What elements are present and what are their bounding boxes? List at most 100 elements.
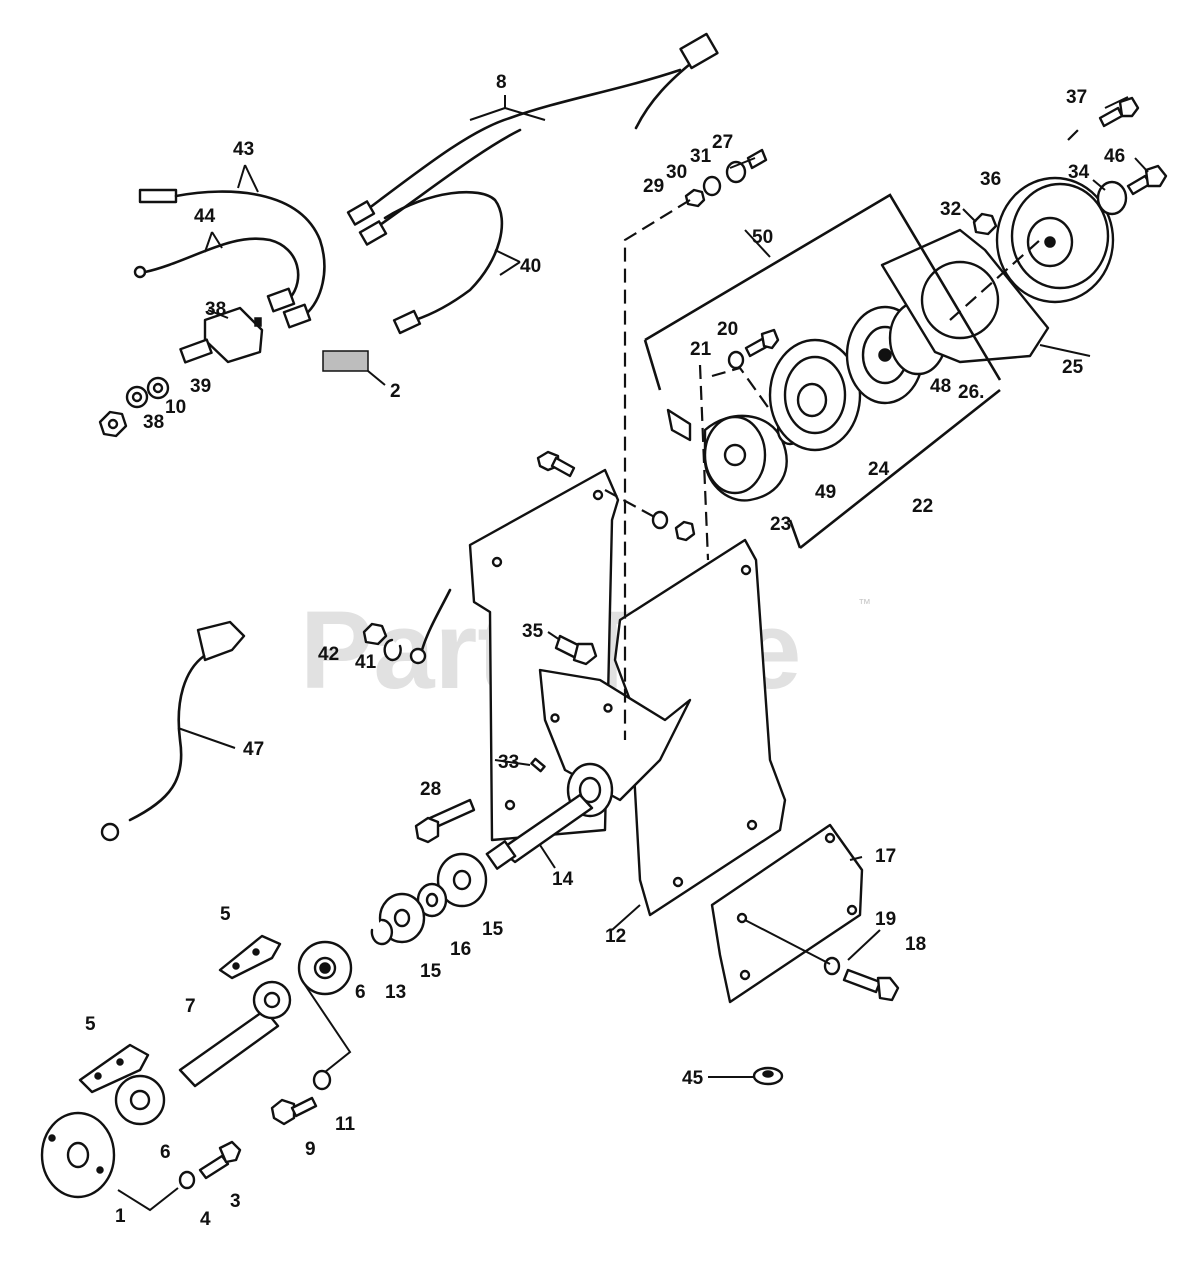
washer-4 [178,1170,196,1190]
callout-26: 26. [958,382,984,403]
mounting-plate-12 [613,538,787,917]
callout-37: 37 [1066,87,1087,108]
callout-11: 11 [335,1114,356,1135]
callout-35: 35 [522,621,544,642]
callout-18: 18 [905,934,926,955]
washer-11 [312,1069,332,1091]
spacer-15-upper [436,852,488,908]
callout-14: 14 [552,869,574,890]
screw-27 [746,148,768,170]
pulley-36[interactable] [995,176,1115,304]
washer-39 [146,376,170,400]
bushing-16 [416,882,448,918]
washer-19 [823,956,841,976]
hex-nut-38 [98,410,128,438]
callout-41: 41 [355,652,377,673]
callout-43: 43 [233,139,254,160]
hub-1[interactable] [40,1111,116,1199]
lock-washer-10 [125,385,149,409]
plate-nut-upper [651,510,669,530]
watermark-trademark: ™ [858,596,871,611]
clutch-rotor-24[interactable] [768,338,862,452]
nut-29 [684,188,706,208]
callout-22: 22 [912,496,933,517]
callout-15-lower: 15 [420,961,442,982]
callout-27: 27 [712,132,733,153]
callout-16: 16 [450,939,471,960]
callout-10: 10 [165,397,186,418]
callout-19: 19 [875,909,896,930]
assembly-bracket-22-left [788,519,802,549]
assembly-bracket-50-left [643,339,662,391]
sprocket-6-upper[interactable] [297,940,353,996]
drive-shaft-7[interactable] [178,980,292,1088]
callout-labels: 1 2 3 4 5 5 6 6 7 8 9 10 11 12 13 14 15 … [85,72,1125,1230]
callout-21: 21 [690,339,712,360]
nut-42 [362,622,388,646]
callout-44: 44 [194,206,216,227]
wire-lead-40[interactable] [383,190,504,335]
alignment-line-nuts [604,489,661,521]
assembly-bracket-50 [644,193,1002,381]
callout-30: 30 [666,162,687,183]
alignment-line-clutch [711,366,771,411]
callout-29: 29 [643,176,664,197]
retaining-ring-13 [370,918,394,946]
callout-31: 31 [690,146,712,167]
callout-13: 13 [385,982,406,1003]
bolt-18 [842,968,900,1002]
callout-15-upper: 15 [482,919,504,940]
callout-20: 20 [717,319,738,340]
callout-34: 34 [1068,162,1090,183]
callout-6-upper: 6 [355,982,366,1003]
chain-segment-5-lower [78,1043,150,1094]
callout-3: 3 [230,1191,241,1212]
bolt-9 [270,1096,318,1126]
sprocket-6-lower[interactable] [114,1074,166,1126]
callout-40: 40 [520,256,541,277]
leader-lines [177,95,1149,1078]
callout-5-upper: 5 [220,904,231,925]
callout-24: 24 [868,459,890,480]
callout-46: 46 [1104,146,1125,167]
chain-segment-5-upper [218,934,282,980]
washer-21 [727,350,745,370]
callout-49: 49 [815,482,836,503]
bolt-37 [1098,96,1140,128]
callout-42: 42 [318,644,339,665]
ground-wire-47[interactable] [100,620,246,842]
callout-8: 8 [496,72,507,93]
support-bracket-17 [710,823,864,1004]
wire-lead-44[interactable] [133,237,300,313]
callout-45: 45 [682,1068,704,1089]
callout-32: 32 [940,199,961,220]
callout-12: 12 [605,926,626,947]
pin-33 [530,757,546,773]
callout-28: 28 [420,779,441,800]
callout-33: 33 [498,752,519,773]
callout-39: 39 [190,376,211,397]
callout-2: 2 [390,381,401,402]
callout-6-lower: 6 [160,1142,171,1163]
shaft-14[interactable] [485,762,614,870]
grommet-45 [752,1066,784,1086]
callout-1: 1 [115,1206,126,1227]
assembly-bracket-22 [799,388,1001,550]
callout-7: 7 [185,996,196,1017]
wire-harness-8[interactable] [346,32,719,246]
clutch-field-23[interactable] [666,408,788,502]
plate-nut-lower [674,520,696,542]
bolt-28 [414,798,476,844]
alignment-line-bolt [1067,127,1081,141]
bolt-20 [744,328,780,358]
toggle-switch-38[interactable] [179,306,264,364]
callout-25: 25 [1062,357,1084,378]
callout-36: 36 [980,169,1001,190]
alignment-line-main [623,199,691,740]
callout-23: 23 [770,514,791,535]
bolt-3 [198,1140,242,1180]
wire-lead-43[interactable] [138,188,326,329]
alignment-line-plate [698,364,710,561]
